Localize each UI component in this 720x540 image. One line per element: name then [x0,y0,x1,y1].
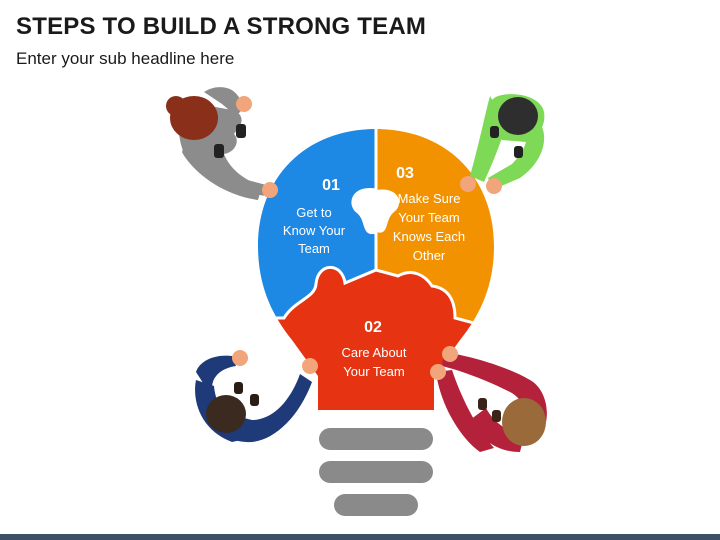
step-02-line-1: Care About [341,345,406,360]
bulb-base-ring-1 [319,428,433,450]
person-woman-red [430,346,547,452]
bulb-base [319,428,433,516]
page-title: STEPS TO BUILD A STRONG TEAM [16,13,427,40]
step-01-label: 01 Get to Know Your Team [283,177,346,256]
step-03-number: 03 [396,165,414,182]
person-man-navy [195,350,318,443]
footer-bar [0,534,720,540]
step-01-line-3: Team [298,241,330,256]
step-02-label: 02 Care About Your Team [341,319,406,379]
step-03-line-4: Other [413,248,446,263]
puzzle-piece-03[interactable] [376,120,500,330]
bulb-base-ring-3 [334,494,418,516]
step-01-line-1: Get to [296,205,331,220]
step-03-line-3: Knows Each [393,229,465,244]
step-03-line-2: Your Team [398,210,459,225]
step-02-line-2: Your Team [343,364,404,379]
step-01-line-2: Know Your [283,223,346,238]
step-01-number: 01 [322,177,340,194]
person-woman-gray [166,87,278,200]
step-03-label: 03 Make Sure Your Team Knows Each Other [393,165,465,263]
bulb-base-ring-2 [319,461,433,483]
person-man-green [460,94,545,194]
puzzle-seams [258,129,494,332]
step-02-number: 02 [364,319,382,336]
page-subtitle: Enter your sub headline here [16,49,235,68]
step-03-line-1: Make Sure [398,191,461,206]
